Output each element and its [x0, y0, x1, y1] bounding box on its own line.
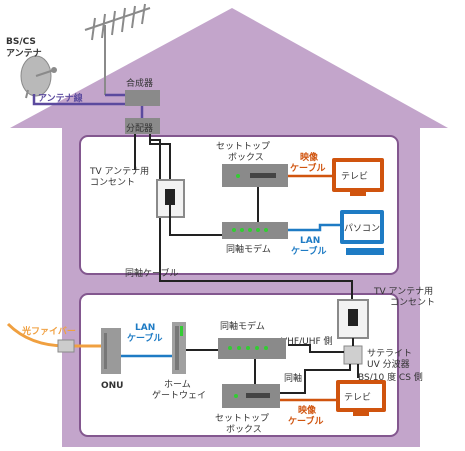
- lan-cable-lower-label-2: ケーブル: [127, 332, 162, 344]
- video-cable-lower-label-2: ケーブル: [288, 415, 323, 427]
- tv-upper-screen: [336, 162, 380, 188]
- settop-lower-label-1: セットトップ: [215, 413, 269, 424]
- pc-screen: [344, 214, 380, 240]
- lan-cable-upper-line: [288, 223, 340, 232]
- tv-lower-stand: [353, 412, 369, 416]
- combiner-label: 合成器: [126, 77, 153, 89]
- settop-lower-label-2: ボックス: [226, 424, 262, 435]
- tv-outlet-lower-label-1: TV アンテナ用: [373, 286, 433, 297]
- satellite-splitter-label-1: サテライト: [367, 348, 412, 359]
- lan-cable-upper-label-1: LAN: [300, 236, 320, 246]
- settop-upper-label-1: セットトップ: [216, 141, 270, 152]
- satellite-splitter-icon: [343, 345, 363, 365]
- modem-lower-leds: [228, 346, 268, 350]
- combiner-icon: [125, 90, 160, 106]
- coax-vhf-uhf-line: [288, 344, 344, 353]
- settop-lower-led: [234, 394, 238, 398]
- tv-outlet-upper-socket: [165, 189, 175, 205]
- lan-cable-upper-label-2: ケーブル: [291, 245, 326, 257]
- settop-lower-slot: [246, 393, 270, 398]
- bs-cs-dish-icon: [20, 55, 57, 99]
- fiber-wall-port: [57, 339, 75, 353]
- video-cable-lower-label-1: 映像: [298, 404, 317, 416]
- onu-label: ONU: [101, 381, 124, 391]
- tv-lower-screen: [340, 384, 382, 408]
- modem-upper-leds: [232, 228, 268, 232]
- home-gateway-label-1: ホーム: [164, 379, 191, 390]
- home-gateway-label-2: ゲートウェイ: [152, 389, 206, 401]
- modem-upper-label: 同軸モデム: [226, 243, 271, 255]
- bs-cs-antenna-label-2: アンテナ: [6, 48, 42, 59]
- settop-upper-label-2: ボックス: [228, 152, 264, 163]
- roof-antenna-icon: [84, 3, 151, 95]
- home-gateway-stripe: [175, 326, 179, 370]
- home-gateway-led: [180, 326, 183, 336]
- video-cable-upper-label-1: 映像: [300, 151, 319, 163]
- fiber-label: 光ファイバー: [21, 325, 76, 337]
- video-cable-upper-label-2: ケーブル: [290, 162, 325, 174]
- tv-outlet-upper-label-1: TV アンテナ用: [89, 166, 149, 177]
- tv-upper-label: テレビ: [341, 171, 368, 182]
- pc-label: パソコン: [344, 223, 380, 234]
- tv-outlet-lower-label-2: コンセント: [390, 297, 435, 308]
- onu-grille: [104, 333, 107, 369]
- tv-upper-stand: [350, 192, 366, 196]
- coax-label: 同軸: [284, 372, 302, 384]
- splitter-icon: [125, 118, 160, 134]
- tv-outlet-upper-label-2: コンセント: [90, 177, 135, 188]
- pc-keyboard: [346, 248, 384, 255]
- modem-upper-icon: [222, 222, 288, 239]
- coax-cable-label: 同軸ケーブル: [125, 267, 178, 279]
- lan-cable-lower-label-1: LAN: [135, 323, 155, 333]
- satellite-splitter-label-2: UV 分波器: [367, 358, 410, 370]
- modem-lower-icon: [218, 338, 286, 359]
- vhf-uhf-label: VHF/UHF 側: [281, 335, 333, 347]
- coax-outlet-to-modem-upper: [169, 205, 222, 236]
- antenna-line-dish: [32, 94, 125, 106]
- antenna-cable-label: アンテナ線: [38, 92, 83, 104]
- coax-splitter-to-stb-lower: [280, 364, 351, 394]
- settop-upper-led: [236, 174, 240, 178]
- tv-lower-label: テレビ: [344, 392, 371, 403]
- splitter-label: 分配器: [126, 123, 153, 134]
- settop-upper-slot: [250, 173, 276, 178]
- tv-outlet-lower-socket: [348, 309, 358, 326]
- bs-cs-antenna-label-1: BS/CS: [6, 37, 36, 47]
- modem-lower-label: 同軸モデム: [220, 320, 265, 332]
